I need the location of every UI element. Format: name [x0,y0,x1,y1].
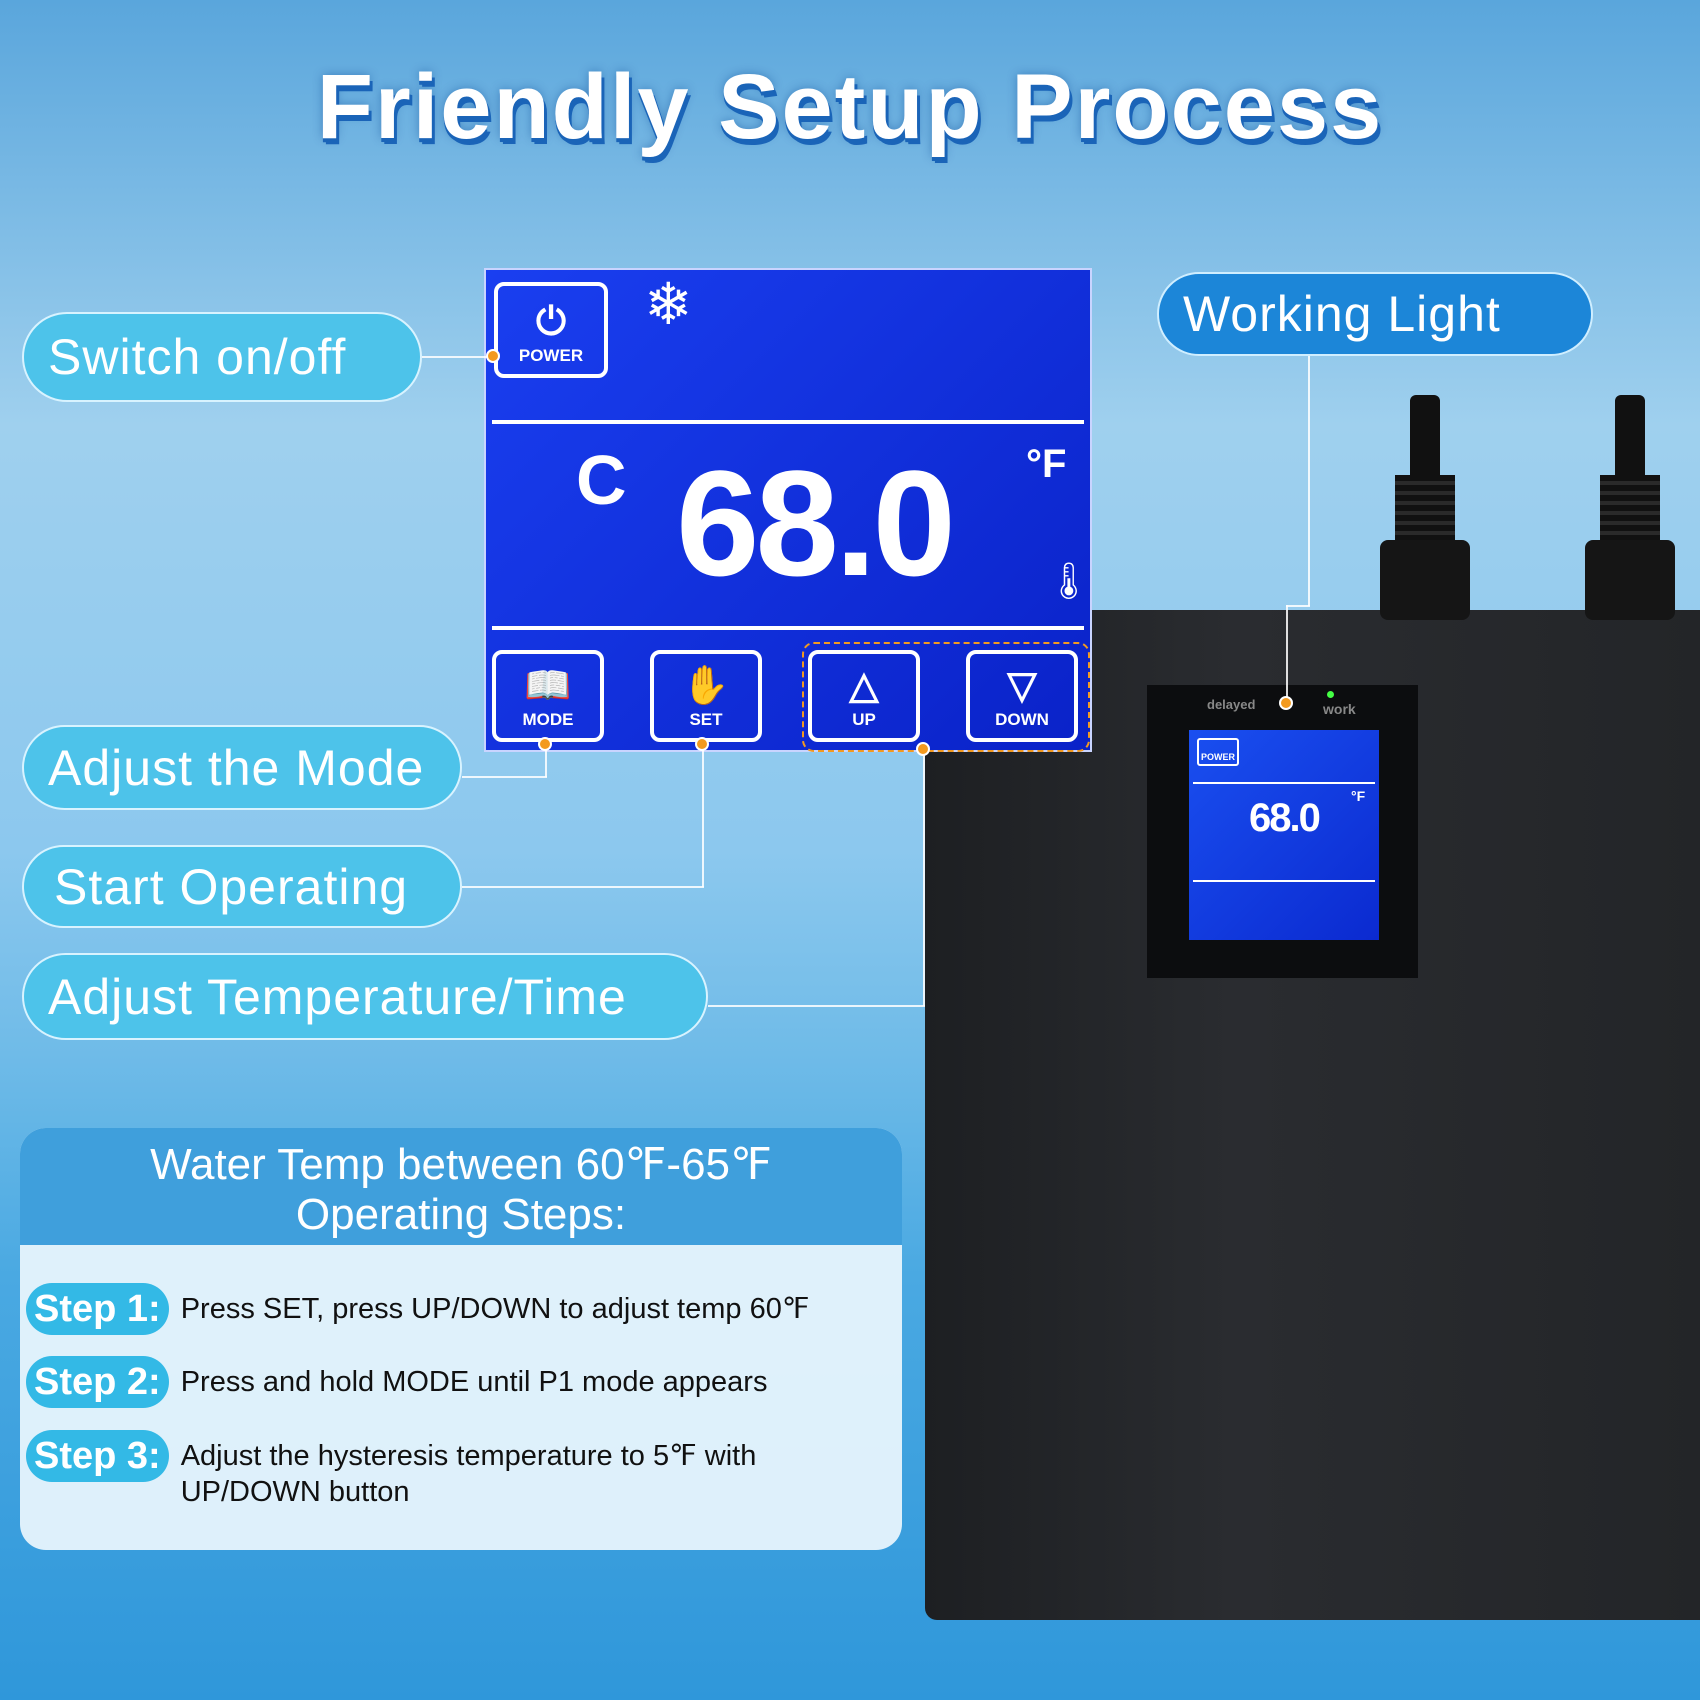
mode-button[interactable]: 📖 MODE [492,650,604,742]
unit-label: °F [1026,442,1067,486]
step-badge: Step 3: [26,1430,169,1482]
work-led [1327,691,1334,698]
delayed-label: delayed [1207,697,1256,712]
step-text: Press SET, press UP/DOWN to adjust temp … [180,1293,810,1325]
operating-steps-panel: Water Temp between 60℉-65℉ Operating Ste… [20,1128,902,1550]
mode-symbol: C [576,441,627,519]
down-label: DOWN [995,710,1049,729]
power-label: POWER [518,346,584,365]
set-button[interactable]: ✋ SET [650,650,762,742]
power-icon: ⏻ [535,301,567,343]
water-connector-right [1585,395,1675,625]
label-adjust-temperature-time: Adjust Temperature/Time [22,953,708,1040]
steps-heading: Water Temp between 60℉-65℉ Operating Ste… [20,1128,902,1245]
up-label: UP [852,710,876,729]
book-icon: 📖 [524,665,572,707]
power-button[interactable]: ⏻ POWER [494,282,608,378]
page-title: Friendly Setup Process [316,56,1384,158]
step-item: Step 3: Adjust the hysteresis temperatur… [26,1430,781,1510]
temperature-readout: 68.0 [676,439,956,607]
triangle-up-icon: △ [849,665,879,707]
water-connector-left [1380,395,1470,625]
device-control-panel: delayed work POWER 68.0 °F [1147,685,1418,978]
steps-heading-line1: Water Temp between 60℉-65℉ [150,1140,772,1189]
set-label: SET [689,710,723,729]
step-item: Step 1: Press SET, press UP/DOWN to adju… [26,1283,809,1335]
step-badge: Step 1: [26,1283,169,1335]
work-label: work [1323,701,1356,717]
device-power-button[interactable]: POWER [1197,738,1240,766]
up-button[interactable]: △ UP [808,650,920,742]
step-badge: Step 2: [26,1356,169,1408]
device-unit: °F [1351,788,1366,804]
step-text: Adjust the hysteresis temperature to 5℉ … [180,1440,757,1508]
thermometer-icon: 🌡 [1046,560,1092,601]
label-switch-on-off: Switch on/off [22,312,422,402]
device-lcd: POWER 68.0 °F [1189,730,1379,940]
steps-heading-line2: Operating Steps: [295,1190,627,1239]
hand-icon: ✋ [682,665,730,707]
label-start-operating: Start Operating [22,845,462,928]
up-down-highlight [802,642,1090,752]
triangle-down-icon: ▽ [1007,665,1037,707]
label-working-light: Working Light [1157,272,1593,356]
lcd-display-closeup: ⏻ POWER ❄ C 68.0 °F 🌡 📖 MODE ✋ SET △ UP ▽ DO… [484,268,1092,752]
device-temp-readout: 68.0 [1249,796,1321,840]
snowflake-icon: ❄ [644,272,693,337]
step-text: Press and hold MODE until P1 mode appear… [180,1366,768,1398]
step-item: Step 2: Press and hold MODE until P1 mod… [26,1356,767,1408]
label-adjust-mode: Adjust the Mode [22,725,462,810]
down-button[interactable]: ▽ DOWN [966,650,1078,742]
mode-label: MODE [522,710,574,729]
